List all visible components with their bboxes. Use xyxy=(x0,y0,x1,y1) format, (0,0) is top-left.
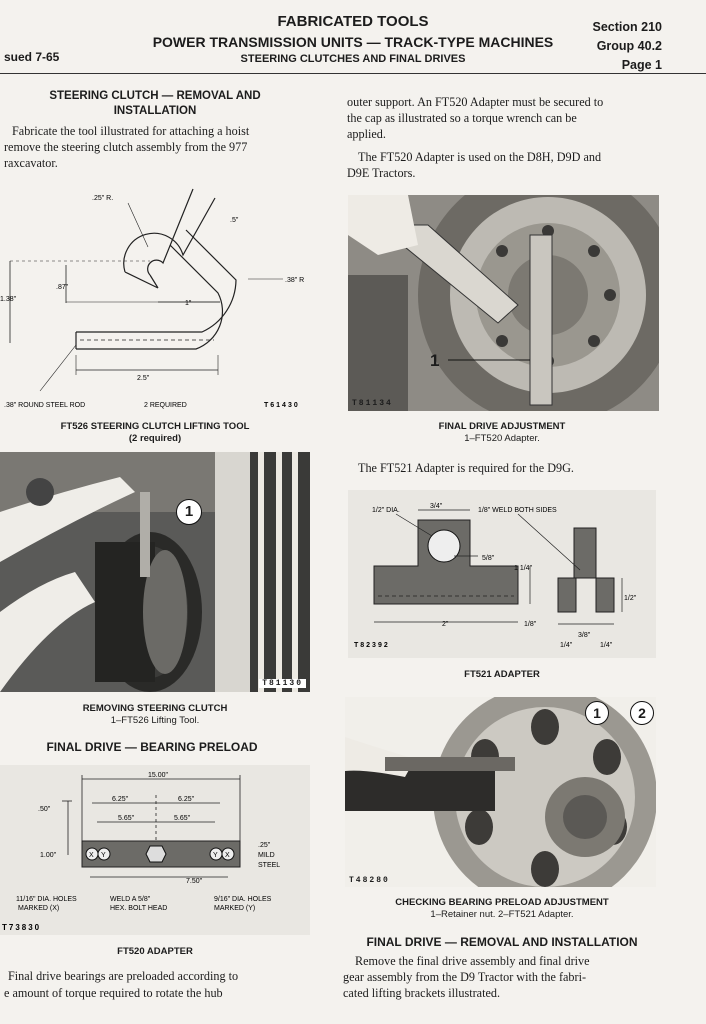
dim-50: .50" xyxy=(38,806,51,813)
svg-text:X: X xyxy=(225,852,230,859)
dim-12: 1/2" xyxy=(624,595,637,602)
para2-line2: e amount of torque required to rotate th… xyxy=(4,986,223,1000)
fig2-code: T73830 xyxy=(2,923,41,932)
page-number: Page 1 xyxy=(621,58,662,72)
ft521-drawing: 1/2" DIA. 3/4" 1/8" WELD BOTH SIDES 5/8"… xyxy=(348,490,656,658)
r-para4-line1: Remove the final drive assembly and fina… xyxy=(355,954,590,968)
ft521-drawing-art: 1/2" DIA. 3/4" 1/8" WELD BOTH SIDES 5/8"… xyxy=(354,503,637,649)
doc-title: FABRICATED TOOLS xyxy=(277,13,429,30)
dim-18: 1/8" xyxy=(524,621,537,628)
weld-note: 1/8" WELD BOTH SIDES xyxy=(478,507,557,514)
rod-note: .38" ROUND STEEL ROD xyxy=(4,402,85,409)
doc-subtitle: POWER TRANSMISSION UNITS — TRACK-TYPE MA… xyxy=(152,34,554,50)
fig1-caption-2: (2 required) xyxy=(128,433,182,444)
lifting-tool-drawing: .25" R. .5" .38" R .87" 1.38" 1" 2.5" .3… xyxy=(0,188,304,409)
photo-r2-code: T48280 xyxy=(349,876,390,885)
dim-34: 3/4" xyxy=(430,503,443,510)
note-holes-x-2: MARKED (X) xyxy=(18,905,59,912)
dim-38r: .38" R xyxy=(285,277,304,284)
photo-r1-caption-1: FINAL DRIVE ADJUSTMENT xyxy=(438,421,566,432)
photo1-caption-2: 1–FT526 Lifting Tool. xyxy=(110,715,200,726)
header-rule xyxy=(0,73,706,74)
dim-12dia: 1/2" DIA. xyxy=(372,507,400,514)
dim-114: 1 1/4" xyxy=(514,565,533,572)
dim-1: 1" xyxy=(185,300,192,307)
steel-label: STEEL xyxy=(258,862,280,869)
fig1-caption-1: FT526 STEERING CLUTCH LIFTING TOOL xyxy=(60,421,250,432)
r-para4-line2: gear assembly from the D9 Tractor with t… xyxy=(343,970,587,984)
dim-5: .5" xyxy=(230,217,239,224)
photo-final-drive-adjustment: 1 xyxy=(348,195,659,411)
note-holes-y-2: MARKED (Y) xyxy=(214,905,255,912)
r-para1-line1: outer support. An FT520 Adapter must be … xyxy=(347,95,604,109)
note-weld-2: HEX. BOLT HEAD xyxy=(110,905,167,912)
para1-line2: remove the steering clutch assembly from… xyxy=(4,140,248,154)
dim-625a: 6.25" xyxy=(112,796,129,803)
dim-138: 1.38" xyxy=(0,296,17,303)
photo-removing-clutch-art xyxy=(0,452,310,692)
issued-date: sued 7-65 xyxy=(4,50,60,64)
fig3-caption: FT521 ADAPTER xyxy=(464,669,540,680)
para1-line1: Fabricate the tool illustrated for attac… xyxy=(12,124,250,138)
note-holes-y-1: 9/16" DIA. HOLES xyxy=(214,896,272,903)
callout-adapter-2: 2 xyxy=(630,701,654,725)
r-para2-line1: The FT520 Adapter is used on the D8H, D9… xyxy=(358,150,602,164)
photo-r2-caption-1: CHECKING BEARING PRELOAD ADJUSTMENT xyxy=(395,897,609,908)
heading-steering-clutch-2: INSTALLATION xyxy=(113,105,197,117)
dim-750: 7.50" xyxy=(186,878,203,885)
dim-25r: .25" R. xyxy=(92,195,113,202)
dim-87: .87" xyxy=(56,284,69,291)
para2-line1: Final drive bearings are preloaded accor… xyxy=(8,969,239,983)
photo-removing-clutch: 1 T81130 xyxy=(0,452,310,692)
dim-25: 2.5" xyxy=(137,375,150,382)
callout-adapter-1: 1 xyxy=(430,351,440,370)
svg-text:Y: Y xyxy=(101,852,106,859)
heading-bearing-preload: FINAL DRIVE — BEARING PRELOAD xyxy=(46,740,258,754)
dim-58: 5/8" xyxy=(482,555,495,562)
group-number: Group 40.2 xyxy=(596,39,662,53)
photo-r1-code: T81134 xyxy=(352,399,393,408)
photo-checking-preload-art xyxy=(345,697,656,887)
photo-final-drive-adjustment-art xyxy=(348,195,659,411)
svg-text:X: X xyxy=(89,852,94,859)
fig3-code: T82392 xyxy=(354,642,390,649)
r-para4-line3: cated lifting brackets illustrated. xyxy=(343,986,501,1000)
dim-14b: 1/4" xyxy=(600,642,613,649)
note-weld-1: WELD A 5/8" xyxy=(110,896,151,903)
callout-retainer-1: 1 xyxy=(585,701,609,725)
photo1-code: T81130 xyxy=(259,679,306,688)
doc-subtitle-2: STEERING CLUTCHES AND FINAL DRIVES xyxy=(240,53,466,65)
dim-15: 15.00" xyxy=(148,772,169,779)
fig1-code: T61430 xyxy=(264,402,300,409)
photo1-caption-1: REMOVING STEERING CLUTCH xyxy=(82,703,228,714)
heading-steering-clutch-1: STEERING CLUTCH — REMOVAL AND xyxy=(49,90,261,102)
note-holes-x-1: 11/16" DIA. HOLES xyxy=(16,896,77,903)
ft520-drawing: X Y Y X 15.00" 6.25" 6.25" 5.65" 5.65" .… xyxy=(0,765,310,935)
callout-1: 1 xyxy=(176,499,202,525)
svg-text:Y: Y xyxy=(213,852,218,859)
dim-14a: 1/4" xyxy=(560,642,573,649)
para1-line3: raxcavator. xyxy=(4,156,58,170)
dim-100: 1.00" xyxy=(40,852,57,859)
dim-25-thick: .25" xyxy=(258,842,271,849)
dim-2: 2" xyxy=(442,621,449,628)
r-para2-line2: D9E Tractors. xyxy=(347,166,416,180)
dim-38: 3/8" xyxy=(578,632,591,639)
fig2-caption: FT520 ADAPTER xyxy=(117,946,193,957)
heading-final-drive-removal: FINAL DRIVE — REMOVAL AND INSTALLATION xyxy=(366,935,638,949)
dim-565b: 5.65" xyxy=(174,815,191,822)
dim-565a: 5.65" xyxy=(118,815,135,822)
photo-checking-preload: 1 2 xyxy=(345,697,656,887)
ft520-drawing-art: X Y Y X 15.00" 6.25" 6.25" 5.65" 5.65" .… xyxy=(2,772,280,932)
required-note: 2 REQUIRED xyxy=(144,402,187,409)
mild-label: MILD xyxy=(258,852,275,859)
photo-r2-caption-2: 1–Retainer nut. 2–FT521 Adapter. xyxy=(430,909,574,920)
section-number: Section 210 xyxy=(592,20,662,34)
dim-625b: 6.25" xyxy=(178,796,195,803)
r-para1-line2: the cap as illustrated so a torque wrenc… xyxy=(347,111,577,125)
photo-r1-caption-2: 1–FT520 Adapter. xyxy=(464,433,540,444)
r-para3: The FT521 Adapter is required for the D9… xyxy=(358,461,574,475)
r-para1-line3: applied. xyxy=(347,127,386,141)
